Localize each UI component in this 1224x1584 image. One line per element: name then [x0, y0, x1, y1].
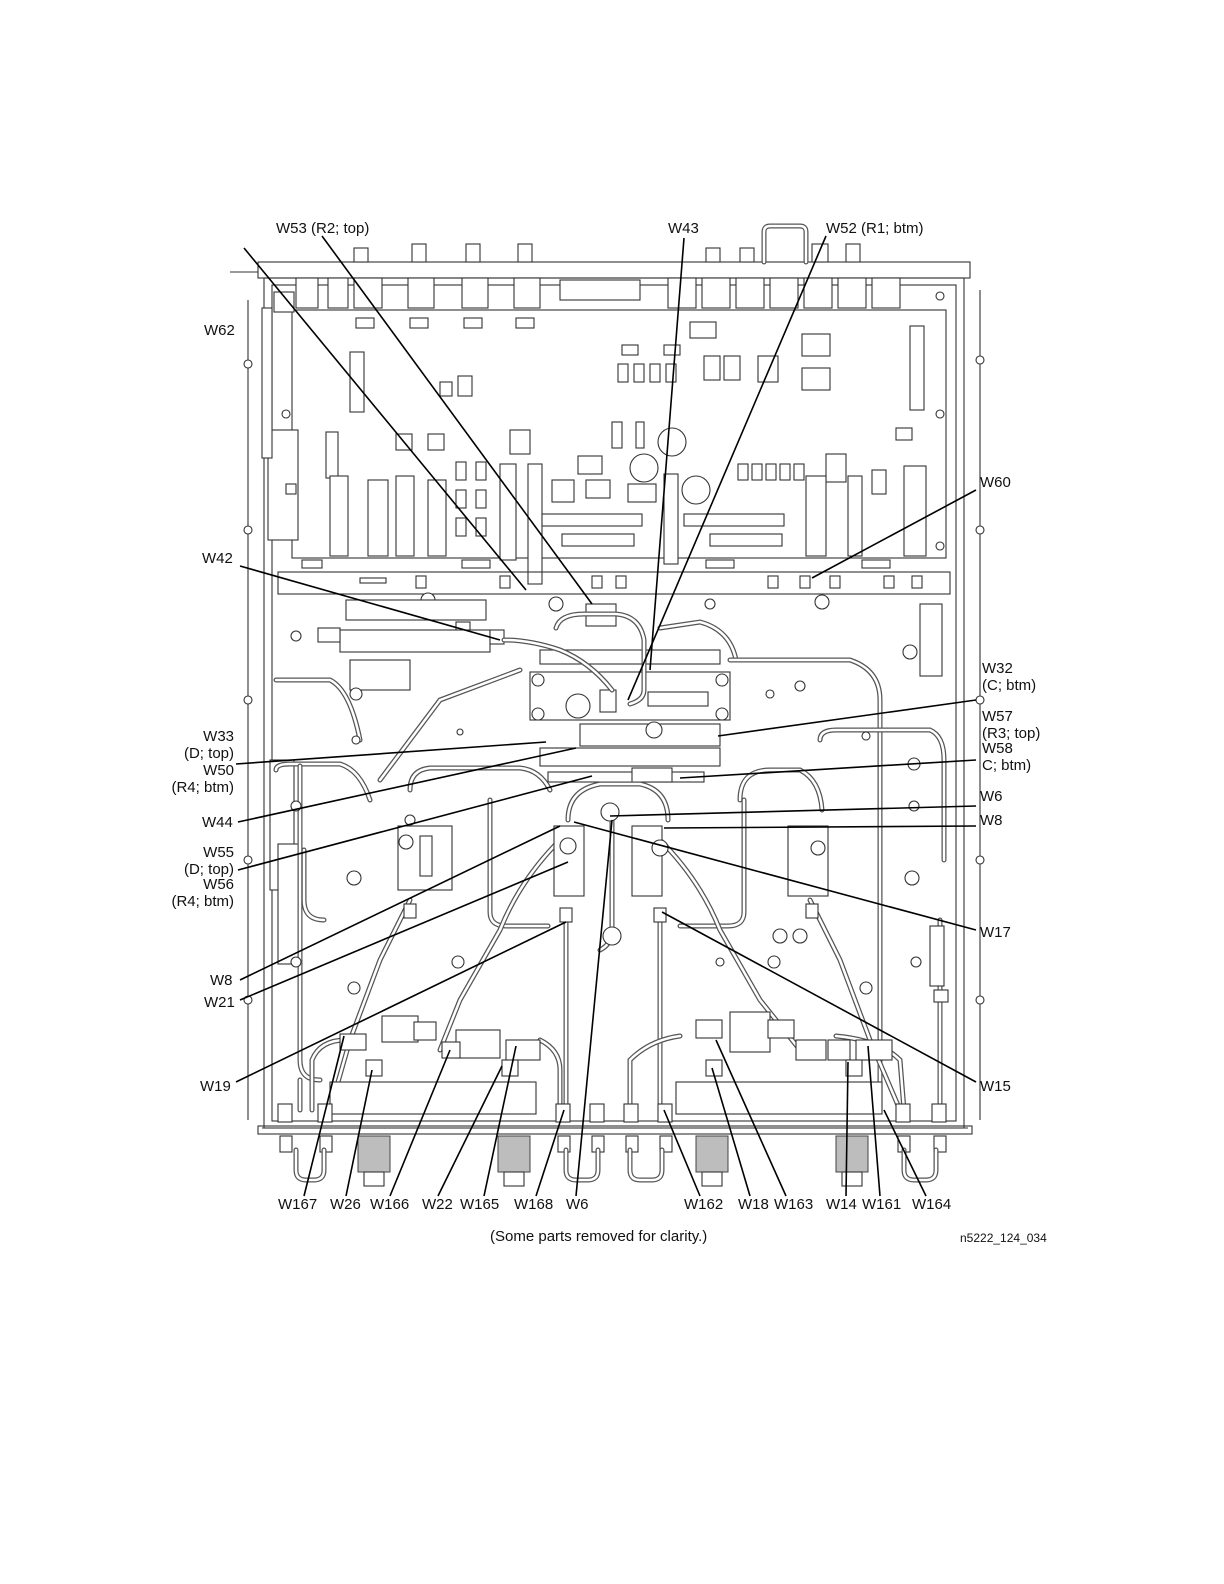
callout-w33: W33 (D; top) — [184, 728, 234, 762]
callout-w60: W60 — [980, 474, 1011, 491]
callout-w56-id: W56 — [171, 876, 234, 893]
upper-circuit-board — [282, 292, 946, 584]
callout-w33-detail: (D; top) — [184, 745, 234, 762]
callout-w56: W56 (R4; btm) — [171, 876, 234, 910]
top-connector-row — [296, 226, 900, 308]
callout-w52: W52 (R1; btm) — [826, 220, 924, 237]
central-coupler-block — [318, 600, 942, 782]
callout-w55: W55 (D; top) — [184, 844, 234, 878]
callout-bottom-w161: W161 — [862, 1196, 901, 1213]
callout-w33-id: W33 — [184, 728, 234, 745]
lower-modules — [330, 1012, 892, 1114]
callout-w32: W32 (C; btm) — [982, 660, 1036, 694]
callout-w50-detail: (R4; btm) — [171, 779, 234, 796]
callout-w32-id: W32 — [982, 660, 1036, 677]
callout-w15: W15 — [980, 1078, 1011, 1095]
callout-w50: W50 (R4; btm) — [171, 762, 234, 796]
callout-w42: W42 — [202, 550, 233, 567]
callout-bottom-w18: W18 — [738, 1196, 769, 1213]
callout-w56-detail: (R4; btm) — [171, 893, 234, 910]
callout-w17: W17 — [980, 924, 1011, 941]
callout-w57-id: W57 — [982, 708, 1040, 725]
callout-bottom-w26: W26 — [330, 1196, 361, 1213]
figure-id: n5222_124_034 — [960, 1231, 1047, 1245]
callout-w8-left: W8 — [210, 972, 233, 989]
callout-bottom-w166: W166 — [370, 1196, 409, 1213]
callout-w32-detail: (C; btm) — [982, 677, 1036, 694]
callout-w50-id: W50 — [171, 762, 234, 779]
left-side-module — [262, 292, 300, 964]
callout-w62: W62 — [204, 322, 235, 339]
callout-w21: W21 — [204, 994, 235, 1011]
callout-w58: W58 C; btm) — [982, 740, 1031, 774]
callout-bottom-w163: W163 — [774, 1196, 813, 1213]
callout-bottom-w14: W14 — [826, 1196, 857, 1213]
callout-bottom-w162: W162 — [684, 1196, 723, 1213]
callout-w53: W53 (R2; top) — [276, 220, 369, 237]
callout-bottom-w167: W167 — [278, 1196, 317, 1213]
callout-w58-id: W58 — [982, 740, 1031, 757]
callout-w55-id: W55 — [184, 844, 234, 861]
callout-bottom-w165: W165 — [460, 1196, 499, 1213]
figure-caption: (Some parts removed for clarity.) — [490, 1228, 707, 1245]
callout-w44: W44 — [202, 814, 233, 831]
callout-w57: W57 (R3; top) — [982, 708, 1040, 742]
directional-couplers — [398, 803, 948, 1002]
callout-w58-detail: C; btm) — [982, 757, 1031, 774]
callout-w8-right: W8 — [980, 812, 1003, 829]
callout-bottom-w22: W22 — [422, 1196, 453, 1213]
callout-bottom-w164: W164 — [912, 1196, 951, 1213]
callout-bottom-w6: W6 — [566, 1196, 589, 1213]
callout-w19: W19 — [200, 1078, 231, 1095]
callout-w43: W43 — [668, 220, 699, 237]
callout-bottom-w168: W168 — [514, 1196, 553, 1213]
callout-w6-right: W6 — [980, 788, 1003, 805]
